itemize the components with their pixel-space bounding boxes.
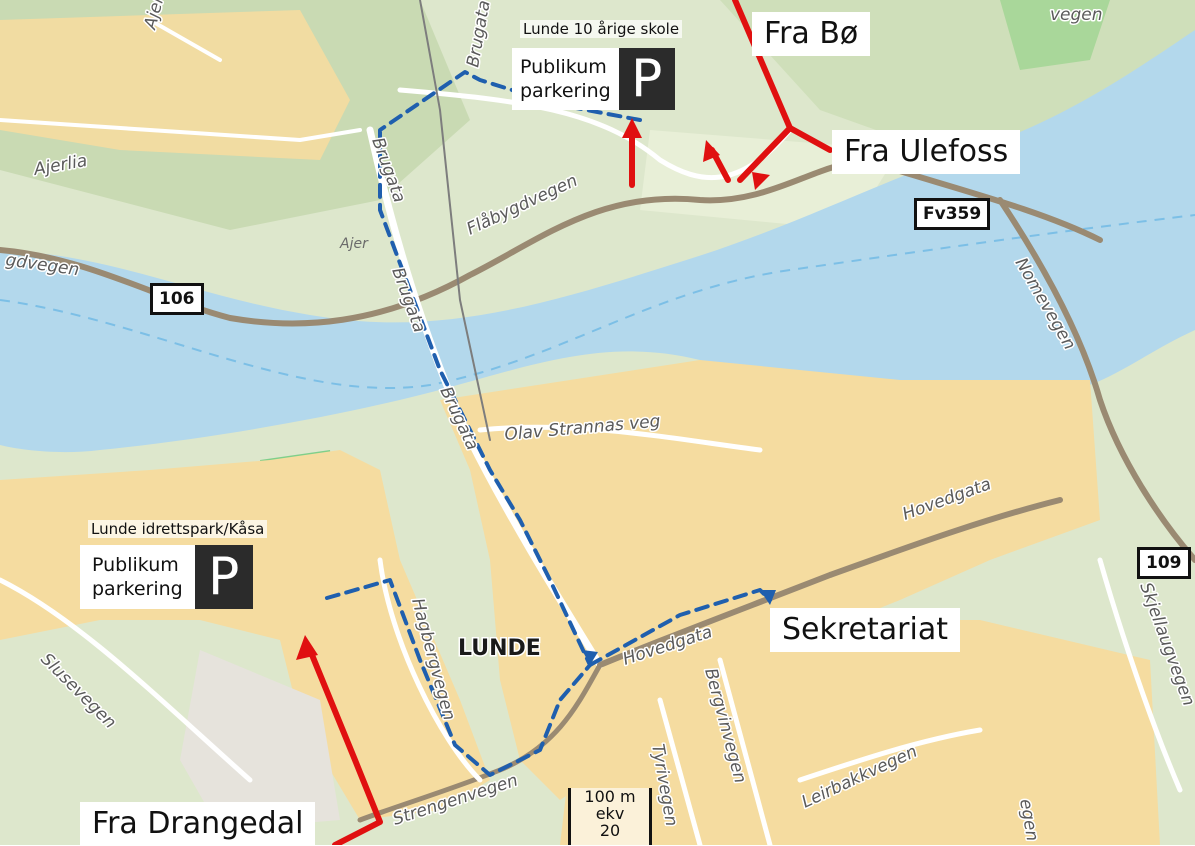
venue-label-school: Lunde 10 årige skole	[520, 20, 683, 38]
road-slusevegen	[0, 577, 253, 783]
arrowhead	[752, 172, 770, 190]
parking-icon: P	[618, 48, 675, 110]
road-bergvinvegen	[717, 657, 773, 845]
walking-route-main	[318, 70, 642, 777]
main-road-106	[0, 159, 1103, 327]
road-hagbergvegen	[377, 557, 483, 783]
industrial-area	[180, 650, 340, 830]
parking-text: Publikum parkering	[80, 553, 195, 601]
arrowhead	[296, 635, 318, 660]
route-arrowhead	[582, 650, 598, 665]
road-school	[397, 87, 793, 180]
direction-label-fra-ulefoss: Fra Ulefoss	[832, 130, 1021, 174]
main-road-nomevegen	[997, 197, 1195, 563]
destination-label-sekretariat: Sekretariat	[770, 608, 960, 652]
direction-label-fra-drangedal: Fra Drangedal	[80, 802, 316, 846]
scale-text: ekv	[595, 804, 625, 823]
arrow-fra-drangedal	[307, 647, 383, 845]
road-olav-strannas	[477, 424, 763, 453]
arrowhead	[703, 140, 720, 162]
route-arrowhead	[760, 590, 776, 605]
place-label: Ajer	[339, 236, 369, 252]
venue-label-idrettspark: Lunde idrettspark/Kåsa	[88, 520, 268, 538]
river-centerline	[0, 214, 1195, 389]
parking-icon: P	[194, 545, 253, 609]
parking-text-line: parkering	[92, 578, 183, 600]
road-skjellaugvegen	[1097, 557, 1183, 793]
direction-label-fra-bo: Fra Bø	[752, 12, 871, 56]
park-area	[1000, 0, 1110, 70]
scale-text: 100 m	[584, 787, 636, 806]
parking-text: Publikum parkering	[512, 55, 619, 103]
road-hovedgata	[597, 497, 1063, 668]
parking-box-south: Publikum parkering P	[80, 545, 253, 609]
residential-area	[0, 10, 350, 160]
street-label: vegen	[1050, 5, 1103, 25]
parking-text-line: Publikum	[520, 56, 607, 78]
rail-line	[419, 0, 491, 441]
road-tyrivegen	[657, 697, 703, 845]
road-ajerlia	[0, 118, 362, 142]
scale-bar: 100 m ekv 20	[568, 788, 652, 845]
parking-text-line: Publikum	[92, 554, 179, 576]
parking-text-line: parkering	[520, 80, 611, 102]
arrowhead	[622, 118, 642, 138]
river	[0, 30, 1195, 453]
road-number-shield: 106	[150, 283, 204, 315]
road-ajertoppen	[148, 18, 222, 62]
town-label: LUNDE	[458, 636, 541, 661]
residential-area	[0, 450, 490, 820]
scale-text: 20	[599, 821, 621, 840]
parking-box-north: Publikum parkering P	[512, 48, 675, 110]
road-leirbakkvegen	[797, 727, 983, 783]
residential-area	[560, 620, 1160, 845]
arrow-fra-ulefoss	[787, 125, 833, 153]
road-number-shield: Fv359	[914, 198, 991, 230]
road-number-shield: 109	[1137, 547, 1191, 579]
